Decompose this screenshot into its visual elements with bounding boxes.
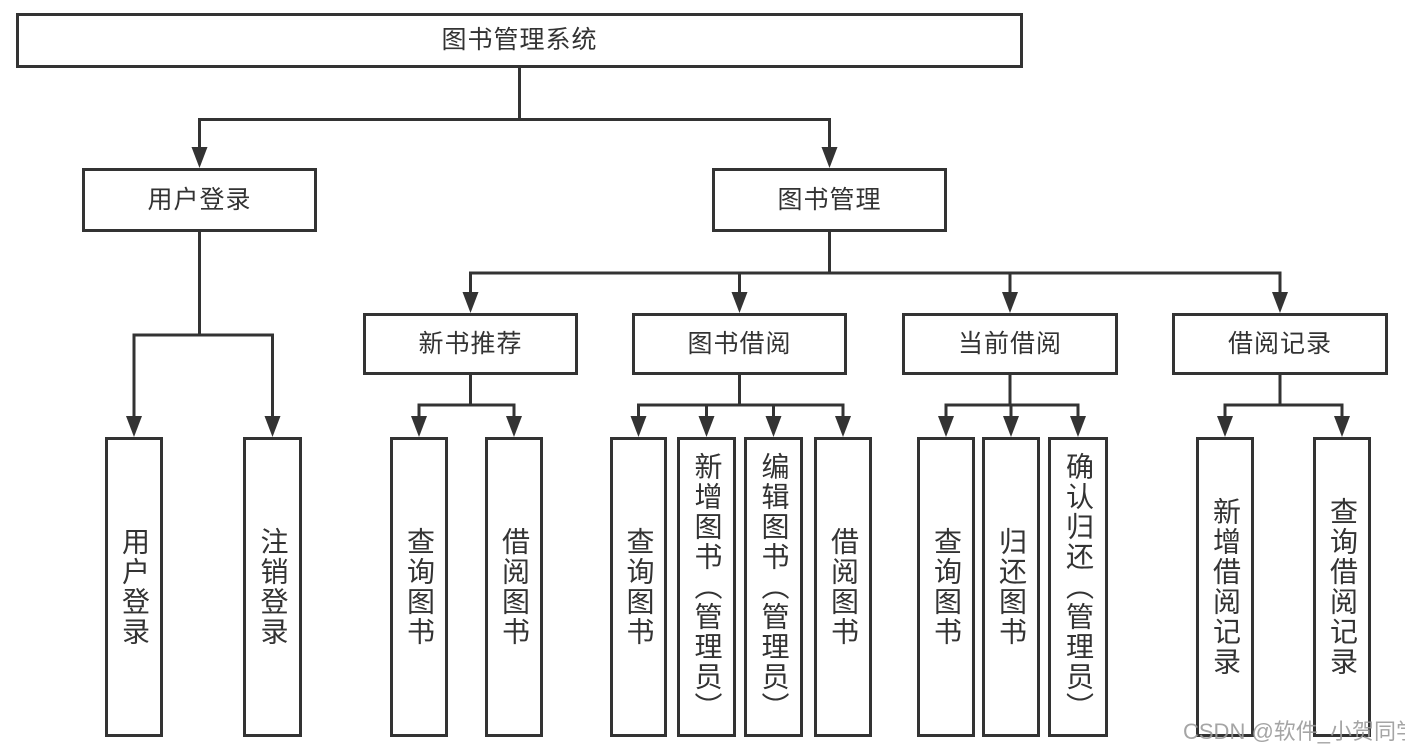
connector-book-management-to-level3: [469, 232, 1282, 294]
arrow-down-icon: [1003, 416, 1019, 437]
leaf-add-book-admin: 新增图书（管理员）: [677, 437, 736, 737]
arrow-down-icon: [126, 416, 142, 437]
leaf-query-books-1: 查询图书: [390, 437, 448, 737]
node-new-book-recommend: 新书推荐: [363, 313, 578, 375]
connector-root-to-level2: [198, 68, 831, 149]
leaf-query-books-2: 查询图书: [610, 437, 667, 737]
node-book-borrow: 图书借阅: [632, 313, 847, 375]
node-user-login: 用户登录: [82, 168, 317, 232]
arrow-down-icon: [835, 416, 851, 437]
connector-borrow-records-to-leaves: [1223, 375, 1344, 419]
leaf-logout: 注销登录: [243, 437, 302, 737]
connector-user-login-to-leaves: [132, 232, 274, 419]
connector-new-book-recommend-to-leaves: [417, 375, 516, 419]
arrow-down-icon: [821, 147, 838, 168]
leaf-query-books-3: 查询图书: [917, 437, 975, 737]
leaf-borrow-books-1: 借阅图书: [485, 437, 543, 737]
arrow-down-icon: [1002, 292, 1018, 313]
arrow-down-icon: [1272, 292, 1288, 313]
arrow-down-icon: [191, 147, 208, 168]
arrow-down-icon: [506, 416, 522, 437]
leaf-edit-book-admin: 编辑图书（管理员）: [744, 437, 803, 737]
leaf-borrow-books-2: 借阅图书: [814, 437, 872, 737]
leaf-query-borrow-record: 查询借阅记录: [1313, 437, 1371, 737]
connector-current-borrow-to-leaves: [944, 375, 1080, 419]
arrow-down-icon: [462, 292, 479, 313]
arrow-down-icon: [1070, 416, 1086, 437]
connector-book-borrow-to-leaves: [637, 375, 845, 419]
arrow-down-icon: [765, 416, 782, 437]
watermark-text: CSDN @软件_小贺同学: [1183, 719, 1405, 744]
node-borrow-records: 借阅记录: [1172, 313, 1388, 375]
arrow-down-icon: [1217, 416, 1233, 437]
arrow-down-icon: [1334, 416, 1350, 437]
arrow-down-icon: [731, 292, 748, 313]
node-library-management-system: 图书管理系统: [16, 13, 1023, 68]
arrow-down-icon: [630, 416, 647, 437]
leaf-user-login: 用户登录: [105, 437, 163, 737]
leaf-add-borrow-record: 新增借阅记录: [1196, 437, 1254, 737]
connector-segments: [132, 68, 1344, 419]
arrowheads: [126, 147, 1350, 437]
node-current-borrow: 当前借阅: [902, 313, 1118, 375]
leaf-confirm-return-admin: 确认归还（管理员）: [1048, 437, 1108, 737]
arrow-down-icon: [938, 416, 954, 437]
arrow-down-icon: [698, 416, 715, 437]
arrow-down-icon: [411, 416, 427, 437]
leaf-return-book: 归还图书: [982, 437, 1040, 737]
arrow-down-icon: [264, 416, 281, 437]
node-book-management: 图书管理: [712, 168, 947, 232]
